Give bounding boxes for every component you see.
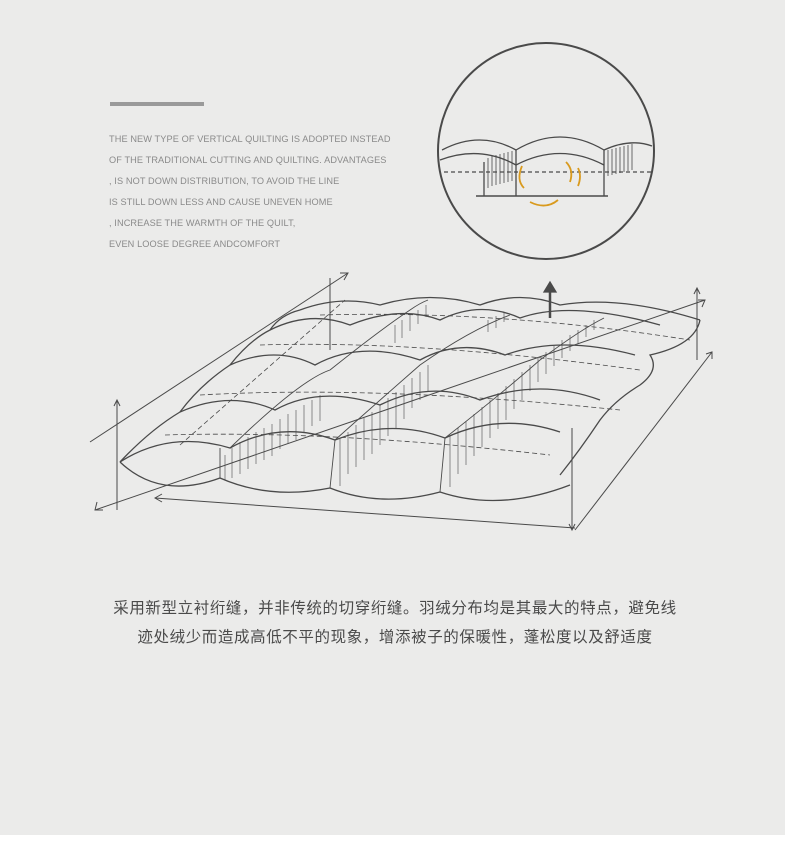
description-line: , INCREASE THE WARMTH OF THE QUILT, [109, 217, 296, 228]
chinese-description-line-2: 迹处绒少而造成高低不平的现象，增添被子的保暖性，蓬松度以及舒适度 [137, 628, 653, 646]
description-line: OF THE TRADITIONAL CUTTING AND QUILTING.… [109, 154, 387, 165]
english-description: THE NEW TYPE OF VERTICAL QUILTING IS ADO… [109, 129, 429, 254]
quilt-drawing [89, 272, 713, 532]
description-line: IS STILL DOWN LESS AND CAUSE UNEVEN HOME [109, 196, 333, 207]
chinese-description-line-1: 采用新型立衬绗缝，并非传统的切穿绗缝。羽绒分布均是其最大的特点，避免线 [113, 599, 677, 617]
description-line: EVEN LOOSE DEGREE ANDCOMFORT [109, 238, 281, 249]
accent-divider [110, 102, 204, 106]
description-line: , IS NOT DOWN DISTRIBUTION, TO AVOID THE… [109, 175, 340, 186]
magnified-detail [437, 42, 655, 318]
description-line: THE NEW TYPE OF VERTICAL QUILTING IS ADO… [109, 134, 391, 144]
